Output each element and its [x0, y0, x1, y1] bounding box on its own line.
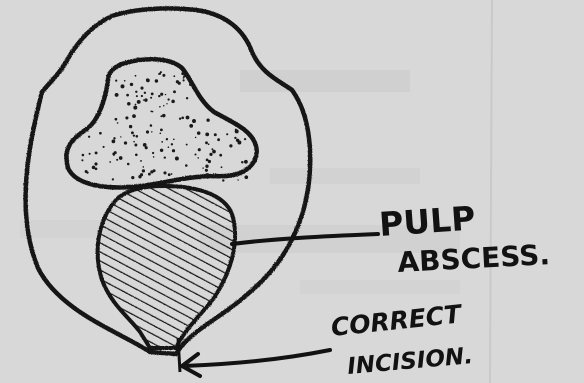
incision-mark [178, 338, 180, 372]
label-pulp: PULP [378, 198, 477, 244]
